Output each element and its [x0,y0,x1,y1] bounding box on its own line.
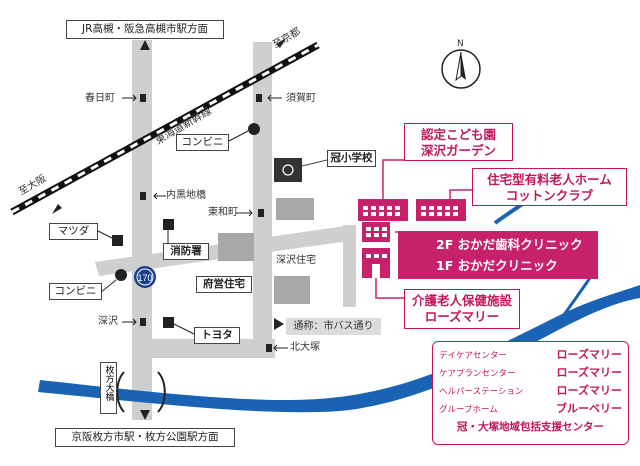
facility-kodomoen: 認定こども園 深沢ガーデン [404,123,513,161]
shinkansen-line [10,41,320,216]
landmark-school-label: 冠小学校 [327,150,376,167]
facility-rosemary: 介護老人保健施設 ローズマリー [404,289,520,329]
facility-cotton-club-line1: 住宅型有料老人ホーム [487,172,612,187]
service-value: ブルーベリー [556,402,622,415]
road-horizontal-lower [143,339,275,358]
services-footer: 冠・大塚地域包括支援センター [457,421,604,433]
facility-okada-clinic-1f: 1F おかだクリニック [436,258,558,273]
road-vertical-east [253,42,272,358]
service-value: ローズマリー [556,366,622,379]
bridge-label: 枚方大橋 [100,362,117,414]
pink-window-grids [363,206,458,278]
bridge-brackets [116,371,166,413]
landmark-toyota: トヨタ [194,327,240,344]
facility-kodomoen-line1: 認定こども園 [420,127,496,142]
bridge-label-text: 枚方大橋 [103,365,114,401]
intersection-kasugacho: 春日町 [85,93,115,104]
road-vertical-far-east [343,225,356,307]
facility-okada-clinic: 2F おかだ歯科クリニック 1F おかだクリニック [398,231,598,279]
bottom-destination: 京阪枚方市駅・枚方公園駅方面 [55,428,235,447]
area-fukasawa-jutaku: 深沢住宅 [276,255,316,266]
service-value: ローズマリー [556,384,622,397]
north-compass-icon [441,49,481,89]
grey-buildings [218,198,314,304]
route-170-marker: 170 [134,266,156,288]
facility-cotton-club: 住宅型有料老人ホーム コットンクラブ [472,168,627,206]
school-building-icon [274,158,328,182]
service-row: デイケアセンター ローズマリー [439,346,622,364]
service-row: ヘルパーステーション ローズマリー [439,382,622,400]
landmark-icons [112,123,260,328]
direction-arrows [52,38,286,420]
intersection-fukasawa: 深沢 [98,316,118,327]
landmark-fire-station: 消防署 [163,243,209,260]
service-name: デイケアセンター [439,351,507,361]
intersection-uchikurochibashi: 内黒地橋 [166,190,206,201]
service-name: ケアプランセンター [439,369,516,379]
landmark-mazda: マツダ [49,223,98,240]
facility-rosemary-line1: 介護老人保健施設 [411,293,512,308]
services-list: デイケアセンター ローズマリー ケアプランセンター ローズマリー ヘルパーステー… [432,341,629,445]
facility-cotton-club-line2: コットンクラブ [505,188,594,203]
facility-rosemary-line2: ローズマリー [424,309,500,324]
service-value: ローズマリー [556,348,622,361]
facility-okada-clinic-2f: 2F おかだ歯科クリニック [436,237,583,252]
bus-road-note: 通称：市バス通り [286,318,381,335]
intersection-kitaotsuka: 北大塚 [290,342,320,353]
service-row: ケアプランセンター ローズマリー [439,364,622,382]
landmark-convenience-store-north: コンビニ [176,134,229,151]
north-label: N [457,39,464,49]
landmark-convenience-store-south: コンビニ [49,283,102,300]
intersection-markers [140,94,272,352]
intersection-sugacho: 須賀町 [286,93,316,104]
service-name: グループホーム [439,405,498,415]
route-number: 170 [137,273,152,283]
landmark-connectors [97,130,249,335]
intersection-pointer-arrows [122,94,288,352]
service-row: グループホーム ブルーベリー [439,400,622,418]
top-destination: JR高槻・阪急高槻市駅方面 [66,20,224,39]
landmark-prefectural-housing: 府営住宅 [196,276,252,293]
service-name: ヘルパーステーション [439,387,524,397]
facility-kodomoen-line2: 深沢ガーデン [420,143,496,158]
intersection-towacho: 東和町 [208,207,238,218]
